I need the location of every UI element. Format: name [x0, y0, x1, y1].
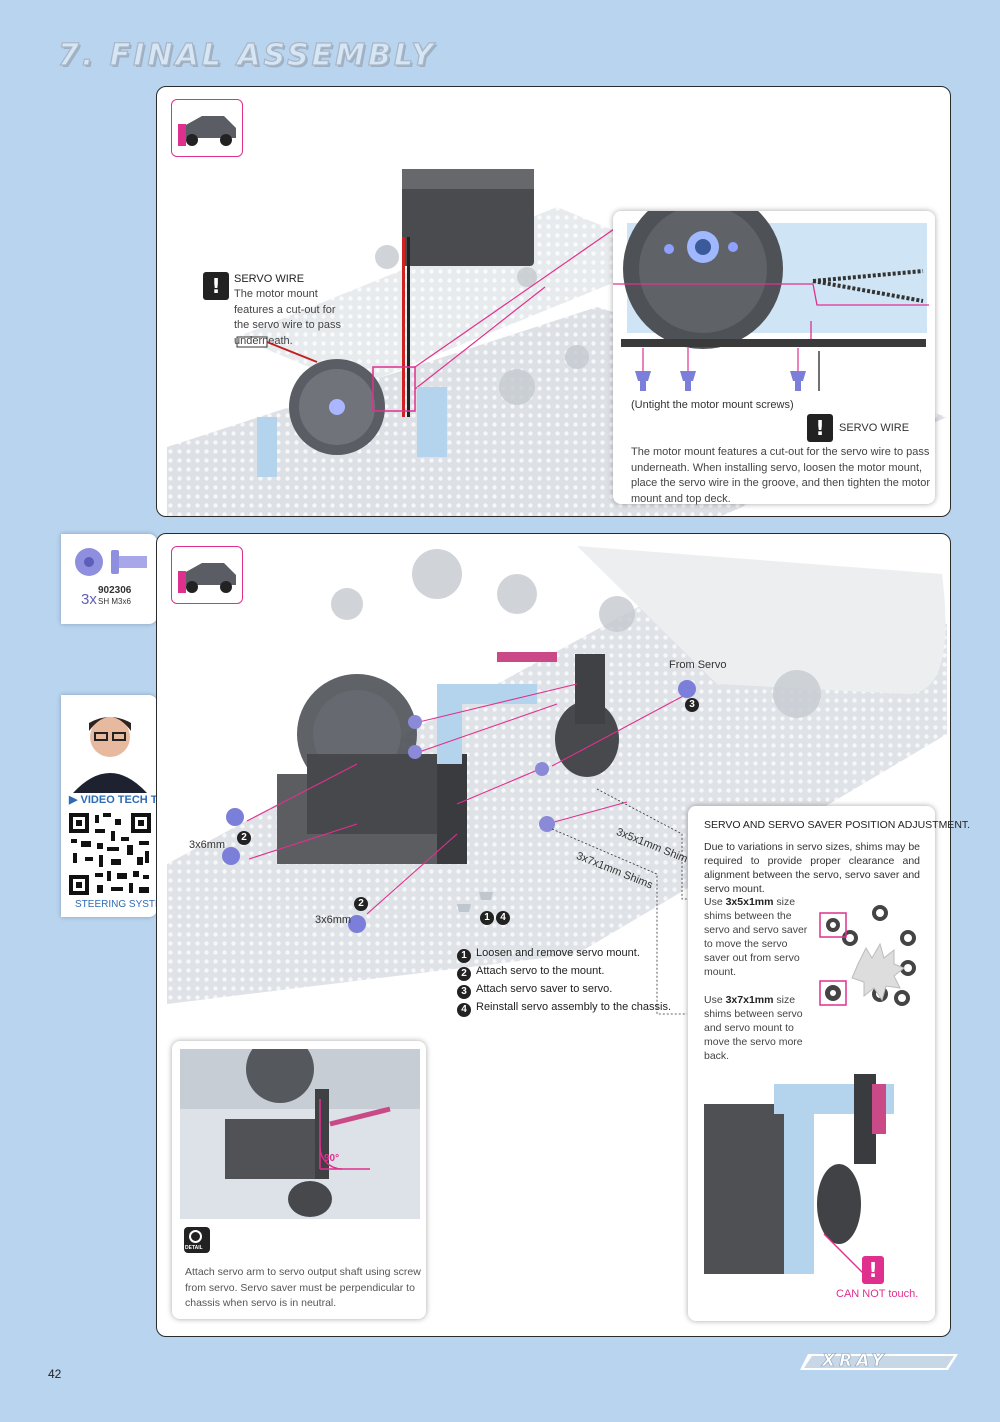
cannot-touch-label: CAN NOT touch.: [836, 1288, 919, 1300]
part-number: 902306: [98, 585, 132, 596]
adjustment-bullet-2: Use 3x7x1mm size shims between servo and…: [704, 994, 803, 1062]
play-icon: ▶: [69, 794, 81, 806]
page-number: 42: [48, 1367, 62, 1381]
adjustment-callout: SERVO AND SERVO SAVER POSITION ADJUSTMEN…: [688, 806, 970, 1321]
motor-mount-illustration: [613, 211, 929, 391]
step-badge: 2: [237, 831, 251, 845]
step-badge: 1: [480, 911, 494, 925]
untight-label: (Untight the motor mount screws): [631, 399, 794, 411]
xray-logo: XRAY: [800, 1350, 960, 1372]
step-badge: 4: [496, 911, 510, 925]
part-desc: SH M3x6: [98, 597, 131, 606]
warning-icon: !: [862, 1256, 884, 1284]
servo-wire-callout-heading: SERVO WIRE: [839, 422, 910, 434]
servo-arm-detail-illustration: [180, 1049, 420, 1219]
servo-saver-illustration: [704, 1074, 894, 1275]
adjustment-heading: SERVO AND SERVO SAVER POSITION ADJUSTMEN…: [704, 819, 971, 831]
video-caption: STEERING SYSTEM: [75, 899, 171, 910]
servo-wire-heading: SERVO WIRE: [234, 273, 305, 285]
detail-caption: Attach servo arm to servo output shaft u…: [185, 1266, 421, 1309]
angle-label: 90°: [324, 1153, 340, 1164]
car-icon: [171, 99, 243, 157]
chassis-illustration-2: [167, 546, 947, 1015]
detail-icon: DETAIL: [184, 1227, 210, 1253]
servo-wire-callout: (Untight the motor mount screws) ! SERVO…: [613, 211, 935, 505]
video-tech-tip-label[interactable]: ▶ VIDEO TECH TIP: [69, 794, 168, 806]
car-icon: [171, 546, 243, 604]
detail-callout: 90° DETAIL Attach servo arm to servo out…: [172, 1041, 426, 1319]
shim-diagram: [819, 905, 916, 1006]
warning-icon: !: [203, 272, 229, 300]
qr-code-icon[interactable]: [67, 811, 153, 897]
servo-wire-note: The motor mount features a cut-out for t…: [234, 288, 341, 347]
screw-label-2: 3x6mm: [315, 914, 352, 926]
step-badge: 2: [354, 897, 368, 911]
screw-label-1: 3x6mm: [189, 839, 226, 851]
servo-wire-panel: ! SERVO WIRE The motor mount features a …: [156, 86, 951, 517]
page-title: 7. FINAL ASSEMBLY: [57, 37, 436, 73]
parts-qty: 3x: [81, 591, 97, 608]
step-badge: 3: [685, 698, 699, 712]
parts-bag-tab: 3x 902306 SH M3x6: [61, 534, 157, 624]
video-tech-tip-tab[interactable]: ▶ VIDEO TECH TIP STEERING SYSTEM: [61, 695, 170, 917]
from-servo-label: From Servo: [669, 659, 727, 671]
presenter-photo: [65, 697, 155, 793]
screw-icon: [75, 548, 147, 576]
adjustment-bullet-1: Use 3x5x1mm size shims between the servo…: [704, 896, 808, 978]
servo-wire-callout-body: The motor mount features a cut-out for t…: [631, 446, 931, 505]
adjustment-intro: Due to variations in servo sizes, shims …: [704, 841, 920, 895]
warning-icon: !: [807, 414, 833, 442]
